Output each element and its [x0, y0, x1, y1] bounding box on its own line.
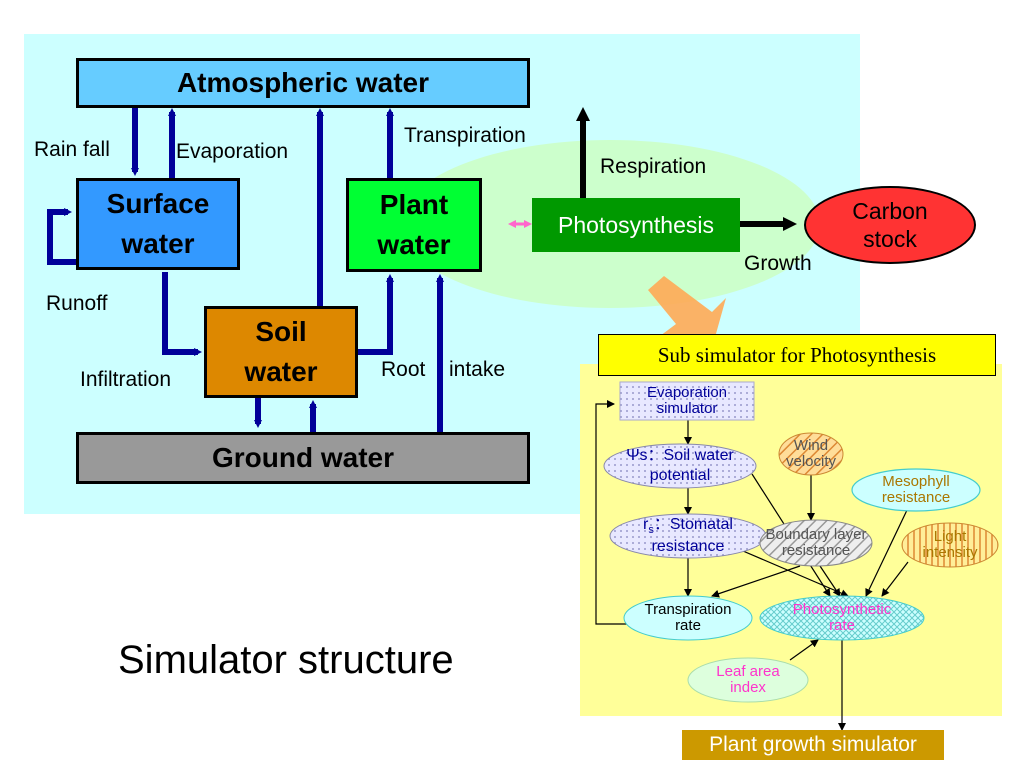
- rs-text-2: resistance: [651, 537, 725, 555]
- light-text-2: intensity: [922, 544, 978, 561]
- evaporation-label: Evaporation: [176, 140, 289, 163]
- evaporation-node-shape: [619, 381, 755, 421]
- rs-subscript: s: [648, 524, 654, 537]
- light-text-1: Light: [933, 528, 967, 545]
- stomatal-resistance-node: rs：Stomatal resistance: [610, 514, 766, 558]
- rs-rest: ：Stomatal: [653, 516, 733, 534]
- growth-label: Growth: [744, 252, 812, 275]
- atmospheric-water-box: Atmospheric water: [76, 58, 530, 108]
- leaf-text-1: Leaf area: [716, 663, 780, 680]
- carbon-stock-label-1: Carbon: [852, 198, 928, 224]
- infiltration-arrow: [162, 272, 202, 356]
- meso-text-2: resistance: [881, 489, 951, 506]
- ground-water-box: Ground water: [76, 432, 530, 484]
- mesophyll-node-shape: [851, 468, 981, 512]
- meso-text-1: Mesophyll: [882, 473, 950, 490]
- leaf-area-node-shape: [687, 657, 809, 703]
- trans-text-1: Transpiration: [644, 601, 732, 618]
- photo-text-1: Photosynthetic: [792, 601, 892, 618]
- surface-water-label-2: water: [121, 228, 195, 259]
- photosynthesis-box: Photosynthesis: [532, 198, 740, 252]
- wind-node-shape: [778, 432, 844, 476]
- boundary-text-2: resistance: [781, 542, 851, 559]
- trans-text-2: rate: [675, 617, 701, 634]
- rs-text-1: rs：Stomatal: [643, 517, 733, 538]
- wind-text-2: velocity: [785, 453, 837, 470]
- soil-water-label-1: Soil: [255, 316, 307, 347]
- root-label: Root: [381, 358, 426, 381]
- simulator-structure-title: Simulator structure: [118, 638, 454, 682]
- orange-down-arrow: [648, 276, 726, 348]
- evap-text-1: Evaporation: [646, 384, 728, 401]
- psi-text-1: Ψs：Soil water: [626, 447, 734, 464]
- atmospheric-water-label: Atmospheric water: [176, 67, 430, 98]
- light-node-shape: [901, 522, 999, 568]
- photosynthesis-label: Photosynthesis: [558, 211, 714, 238]
- ground-water-label: Ground water: [211, 442, 394, 473]
- boundary-node-shape: [759, 519, 873, 567]
- respiration-label: Respiration: [600, 155, 707, 178]
- carbon-stock-ellipse: Carbon stock: [804, 186, 976, 264]
- soil-water-node-shape: [603, 443, 757, 489]
- photosynthetic-node-shape: [759, 595, 925, 641]
- carbon-stock-label-2: stock: [863, 226, 917, 252]
- infiltration-label: Infiltration: [80, 368, 172, 391]
- plant-growth-simulator-box: Plant growth simulator: [682, 730, 944, 760]
- soil-water-label-2: water: [244, 356, 318, 387]
- plant-water-label-2: water: [377, 229, 451, 260]
- wind-text-1: Wind: [793, 437, 829, 454]
- soil-water-box: Soil water: [204, 306, 358, 398]
- boundary-text-1: Boundary layer: [765, 526, 867, 543]
- rs-symbol: r: [643, 516, 649, 534]
- transpiration-label: Transpiration: [404, 124, 526, 147]
- evap-text-2: simulator: [656, 400, 718, 417]
- plant-water-label-1: Plant: [379, 189, 449, 220]
- plant-water-box: Plant water: [346, 178, 482, 272]
- psi-text-2: potential: [649, 467, 711, 484]
- rain-fall-label: Rain fall: [34, 138, 110, 161]
- surface-water-box: Surface water: [76, 178, 240, 270]
- runoff-label: Runoff: [46, 292, 108, 315]
- root-intake-soil-arrow: [358, 274, 394, 355]
- sub-simulator-title: Sub simulator for Photosynthesis: [598, 334, 996, 376]
- surface-water-label-1: Surface: [106, 188, 210, 219]
- leaf-text-2: index: [730, 679, 766, 696]
- photo-text-2: rate: [829, 617, 855, 634]
- soil-water-potential-node: Ψs：Soil water potential: [604, 444, 756, 488]
- runoff-arrow: [47, 208, 80, 265]
- transpiration-node-shape: [623, 595, 753, 641]
- intake-label: intake: [449, 358, 506, 381]
